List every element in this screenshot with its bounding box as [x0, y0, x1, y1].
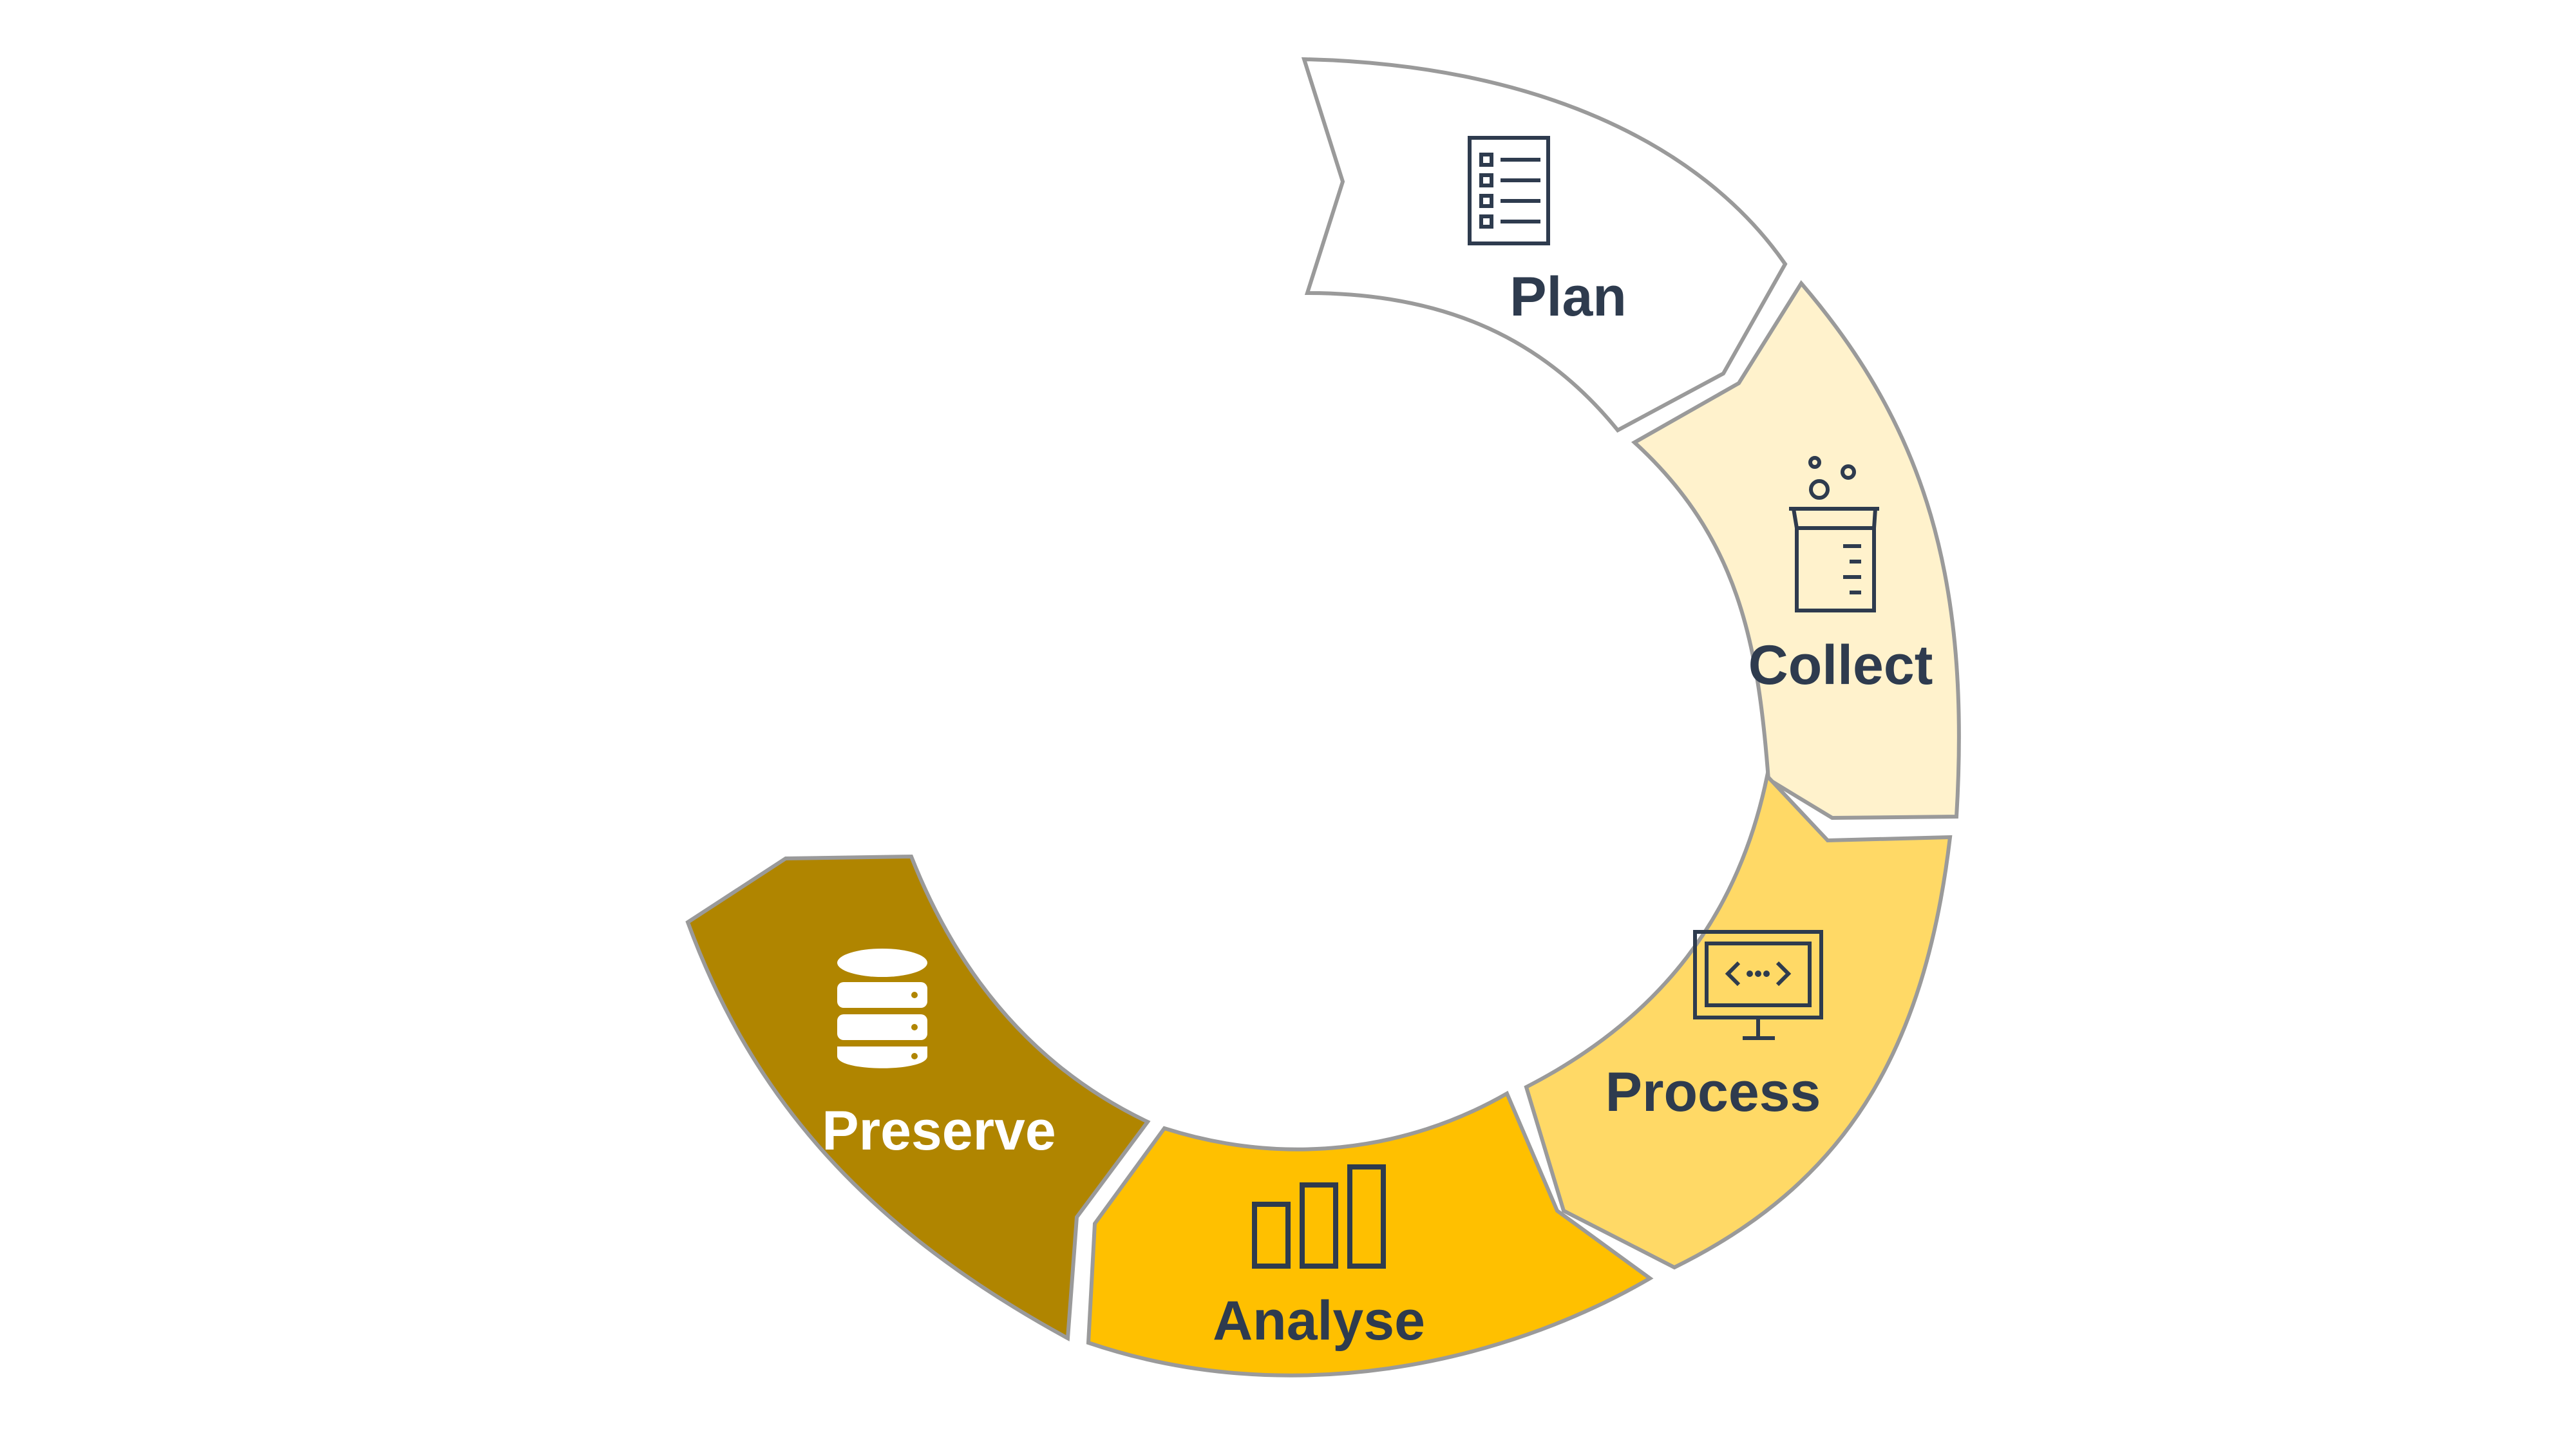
- beaker-icon: [1789, 456, 1879, 612]
- segment-analyse-shape: [1086, 1090, 1654, 1378]
- monitor-code-icon: [1693, 930, 1823, 1040]
- bar-chart-icon: [1252, 1164, 1386, 1269]
- stage-label-plan: Plan: [1510, 266, 1627, 328]
- segment-process-shape: [1524, 772, 1953, 1270]
- segment-analyse: Analyse: [1086, 1090, 1654, 1378]
- segment-collect: Collect: [1631, 279, 1961, 820]
- stage-label-preserve: Preserve: [822, 1100, 1056, 1162]
- segment-process: Process: [1524, 772, 1953, 1270]
- stage-label-process: Process: [1605, 1061, 1821, 1123]
- database-icon: [837, 949, 927, 1068]
- stage-label-analyse: Analyse: [1213, 1290, 1425, 1352]
- segment-plan: Plan: [1301, 57, 1788, 433]
- stage-label-collect: Collect: [1748, 634, 1933, 696]
- checklist-icon: [1468, 136, 1550, 245]
- segment-preserve: Preserve: [685, 854, 1151, 1341]
- segment-preserve-shape: [685, 854, 1151, 1341]
